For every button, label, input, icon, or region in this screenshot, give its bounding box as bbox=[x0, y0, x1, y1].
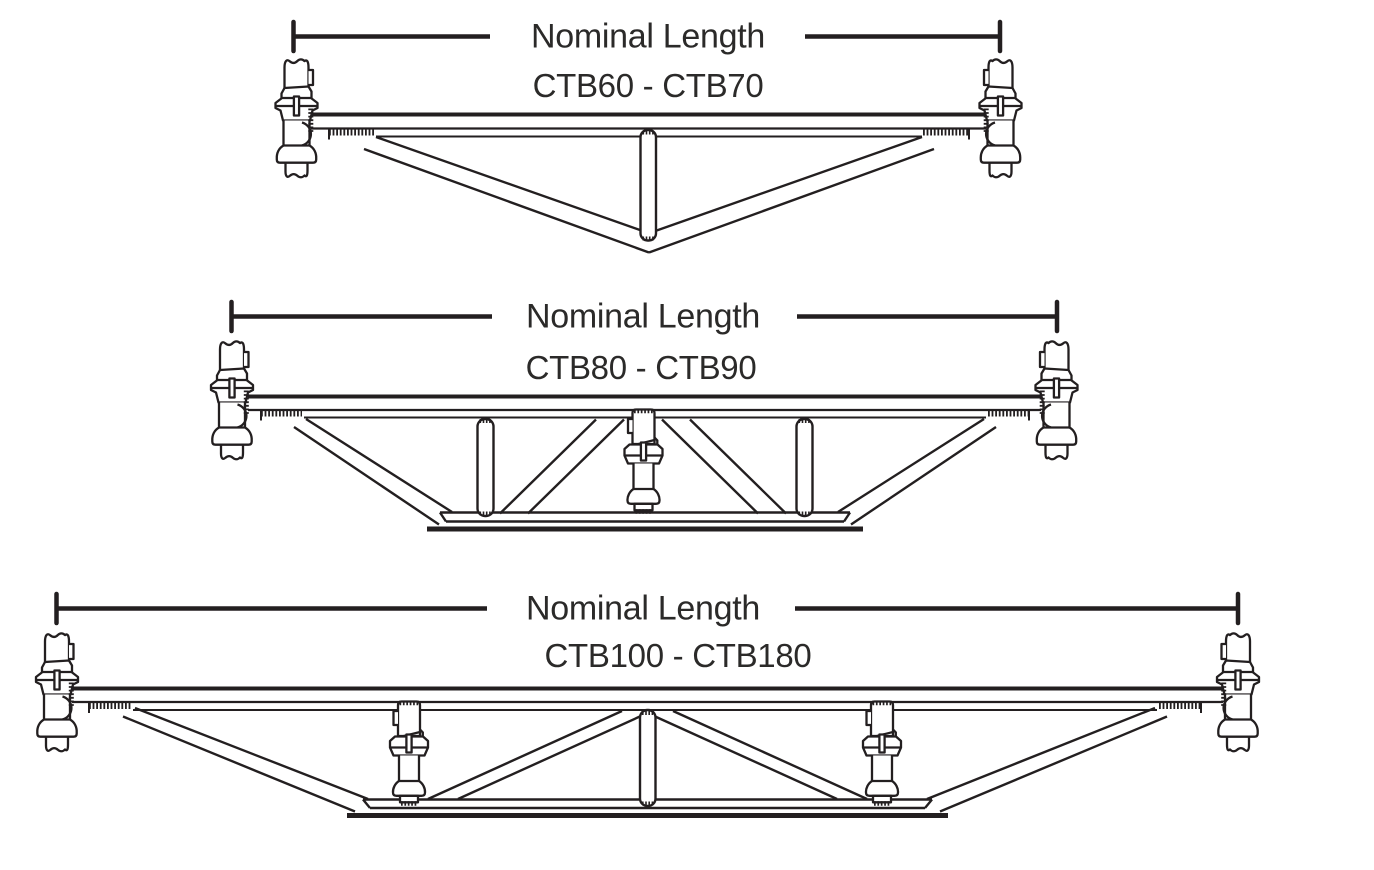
end-diagonal-right bbox=[837, 417, 997, 526]
diagram-ctb60-70: Nominal Length CTB60 - CTB70 bbox=[276, 18, 1022, 254]
bottom-chord bbox=[439, 511, 851, 523]
end-fitting-left bbox=[36, 633, 78, 751]
end-fitting-right bbox=[1217, 633, 1259, 751]
dimension-ctb60-70: Nominal Length CTB60 - CTB70 bbox=[291, 18, 1003, 104]
interior-diagonal-rising bbox=[427, 709, 653, 801]
interior-diagonal-falling bbox=[661, 418, 787, 515]
truss-drawing-ctb60-70 bbox=[276, 59, 1022, 254]
diagonal-brace-left bbox=[363, 135, 650, 254]
model-range-label: CTB100 - CTB180 bbox=[545, 637, 812, 674]
interior-diagonal-falling bbox=[642, 709, 868, 801]
dimension-label: Nominal Length bbox=[531, 18, 765, 56]
end-diagonal-right bbox=[926, 706, 1168, 813]
dimension-ctb100-180: Nominal Length CTB100 - CTB180 bbox=[54, 590, 1241, 674]
vertical-brace-left bbox=[476, 417, 495, 518]
diagram-ctb100-180: Nominal Length CTB100 - CTB180 bbox=[36, 590, 1259, 818]
rail-stubs bbox=[328, 128, 970, 140]
truss-drawing-ctb80-90 bbox=[211, 341, 1078, 532]
end-fitting-right bbox=[980, 59, 1022, 177]
center-spigot-fitting bbox=[625, 410, 663, 512]
vertical-brace-center bbox=[638, 708, 657, 808]
dimension-label: Nominal Length bbox=[526, 298, 760, 336]
end-fitting-left bbox=[276, 59, 318, 177]
vertical-brace-right bbox=[795, 417, 814, 518]
diagonal-brace-right bbox=[648, 135, 935, 254]
dimension-label: Nominal Length bbox=[526, 590, 760, 628]
end-diagonal-left bbox=[293, 417, 453, 526]
truss-drawing-ctb100-180 bbox=[36, 633, 1259, 818]
end-fitting-right bbox=[1036, 341, 1078, 459]
intermediate-spigot-fitting-left bbox=[390, 702, 428, 804]
model-range-label: CTB60 - CTB70 bbox=[533, 67, 764, 104]
rail-stubs bbox=[260, 410, 1030, 421]
end-fitting-left bbox=[211, 341, 253, 459]
dimension-ctb80-90: Nominal Length CTB80 - CTB90 bbox=[229, 298, 1060, 386]
model-range-label: CTB80 - CTB90 bbox=[526, 349, 757, 386]
rail-stubs bbox=[88, 702, 1202, 713]
interior-diagonal-rising bbox=[499, 418, 625, 515]
vertical-brace-center bbox=[639, 128, 658, 242]
diagram-ctb80-90: Nominal Length CTB80 - CTB90 bbox=[211, 298, 1078, 532]
end-diagonal-left bbox=[122, 706, 369, 813]
intermediate-spigot-fitting-right bbox=[863, 702, 901, 804]
